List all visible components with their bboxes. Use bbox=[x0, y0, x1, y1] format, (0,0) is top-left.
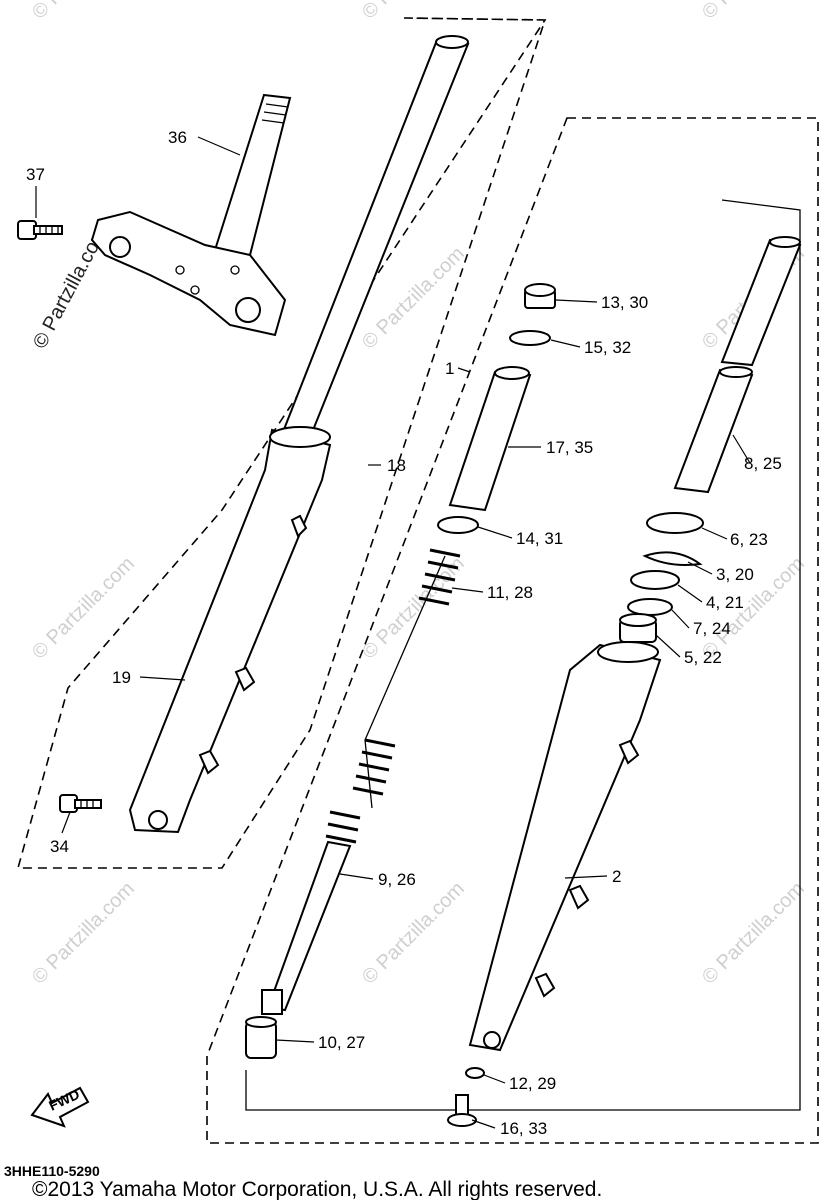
bolt-34 bbox=[59, 794, 102, 813]
dust-seal-6 bbox=[646, 512, 704, 534]
part-label-6-23: 6, 23 bbox=[730, 530, 768, 549]
watermark-text: © Partzilla.com bbox=[698, 878, 809, 989]
fwd-arrow-icon bbox=[30, 1086, 90, 1128]
clip-3 bbox=[642, 551, 703, 566]
outer-tube-19 bbox=[128, 426, 332, 834]
part-label-11-28: 11, 28 bbox=[487, 583, 533, 602]
part-label-18: 18 bbox=[387, 456, 406, 475]
part-label-10-27: 10, 27 bbox=[318, 1033, 365, 1052]
part-label-34: 34 bbox=[50, 837, 69, 856]
group-outline-fork-internals bbox=[206, 117, 819, 1144]
part-label-1: 1 bbox=[445, 359, 454, 378]
copyright-notice: ©2013 Yamaha Motor Corporation, U.S.A. A… bbox=[32, 1178, 602, 1200]
part-label-4-21: 4, 21 bbox=[706, 593, 744, 612]
leader-lines bbox=[35, 136, 751, 1129]
part-label-15-32: 15, 32 bbox=[584, 338, 631, 357]
part-label-17-35: 17, 35 bbox=[546, 438, 593, 457]
diagram-code: 3HHE110-5290 bbox=[4, 1163, 100, 1179]
washer-14 bbox=[437, 516, 479, 534]
bolt-16 bbox=[447, 1094, 477, 1127]
oil-seal-4 bbox=[630, 570, 680, 590]
spacer-17 bbox=[448, 366, 532, 512]
part-label-14-31: 14, 31 bbox=[516, 529, 563, 548]
spring-11 bbox=[352, 548, 461, 809]
part-label-16-33: 16, 33 bbox=[500, 1119, 547, 1138]
bolt-37 bbox=[17, 220, 63, 240]
part-label-8-25: 8, 25 bbox=[744, 454, 782, 473]
part-label-3-20: 3, 20 bbox=[716, 565, 754, 584]
o-ring-15 bbox=[509, 330, 551, 346]
steering-stem-36 bbox=[90, 93, 292, 337]
watermark-text: © Partzilla.com bbox=[28, 878, 139, 989]
group-outline-inner bbox=[245, 199, 801, 1111]
part-label-12-29: 12, 29 bbox=[509, 1074, 556, 1093]
bushing-5 bbox=[619, 613, 657, 643]
group-outline-fork-assembly bbox=[16, 17, 547, 869]
part-label-37: 37 bbox=[26, 165, 45, 184]
damper-rod-9 bbox=[261, 810, 361, 1015]
watermark-text: © Partzilla.com bbox=[698, 0, 809, 24]
watermark-text: © Partzilla.com bbox=[358, 0, 469, 24]
part-label-7-24: 7, 24 bbox=[693, 619, 731, 638]
washer-7 bbox=[627, 598, 673, 616]
watermark-text: © Partzilla.com bbox=[28, 553, 139, 664]
watermark-text: © Partzilla.com bbox=[358, 553, 469, 664]
inner-tube-18 bbox=[268, 35, 470, 477]
watermark-text: © Partzilla.com bbox=[358, 878, 469, 989]
part-label-2: 2 bbox=[612, 867, 621, 886]
part-label-36: 36 bbox=[168, 128, 187, 147]
oil-lock-piece-10 bbox=[245, 1016, 277, 1059]
part-label-13-30: 13, 30 bbox=[601, 293, 648, 312]
washer-12 bbox=[465, 1067, 485, 1079]
part-label-9-26: 9, 26 bbox=[378, 870, 416, 889]
watermark-text: © Partzilla.com bbox=[28, 0, 139, 24]
inner-tube-8 bbox=[673, 236, 802, 494]
part-label-5-22: 5, 22 bbox=[684, 648, 722, 667]
cap-bolt-13 bbox=[524, 283, 556, 309]
part-label-19: 19 bbox=[112, 668, 131, 687]
outer-tube-2 bbox=[468, 641, 662, 1052]
